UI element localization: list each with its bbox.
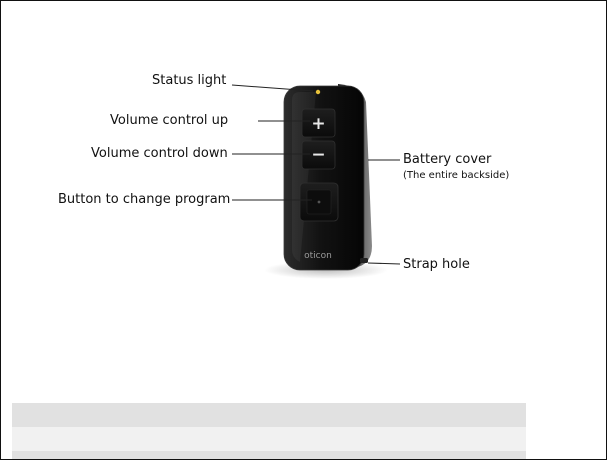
table-band-1 (12, 403, 526, 427)
minus-icon: − (311, 145, 325, 165)
strap-hole (360, 258, 368, 263)
label-strap-hole: Strap hole (403, 257, 470, 273)
leader-strap-hole (368, 263, 400, 264)
table-band-3 (12, 451, 526, 459)
plus-icon: + (311, 114, 325, 134)
label-status-light: Status light (152, 73, 226, 89)
program-dot-icon (318, 201, 321, 204)
label-volume-up: Volume control up (110, 113, 228, 129)
label-battery-note: (The entire backside) (403, 170, 509, 182)
table-band-2 (12, 427, 526, 451)
brand-logo: oticon (304, 251, 332, 261)
status-light-indicator (316, 90, 320, 94)
label-volume-down: Volume control down (91, 146, 228, 162)
label-battery-cover: Battery cover (403, 152, 491, 168)
label-change-program: Button to change program (58, 192, 230, 208)
